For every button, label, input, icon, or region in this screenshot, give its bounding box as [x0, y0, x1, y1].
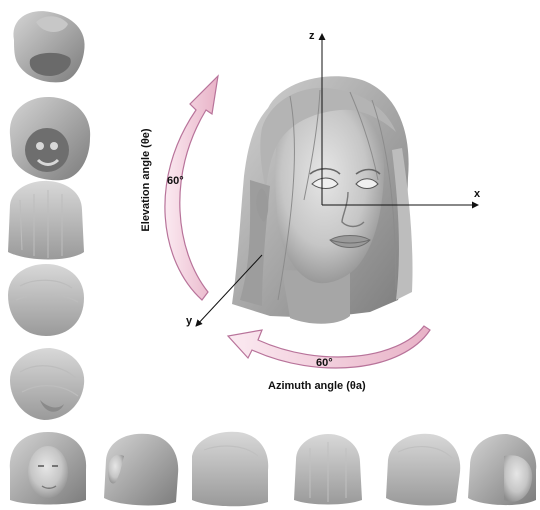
z-axis-label: z: [309, 30, 315, 42]
thumb-top-view: [13, 11, 84, 82]
thumb-right-profile-view: [468, 434, 536, 505]
elevation-angle-value: 60°: [167, 175, 184, 187]
thumb-back-right-view: [386, 434, 460, 506]
bottom-row-views: [10, 432, 536, 507]
x-axis-label: x: [474, 188, 480, 200]
thumb-back-view: [8, 181, 84, 260]
elevation-arc-arrow: [165, 76, 218, 300]
azimuth-angle-value: 60°: [316, 357, 333, 369]
thumb-left-profile-view: [104, 434, 178, 506]
thumb-top-back-view: [8, 264, 84, 336]
thumb-back-left-view: [192, 432, 268, 507]
thumb-back-view-2: [294, 434, 362, 505]
thumb-top-side-view: [10, 348, 84, 420]
thumb-bottom-view: [10, 97, 90, 180]
y-axis-label: y: [186, 315, 192, 327]
elevation-angle-label: Elevation angle (θe): [140, 120, 152, 240]
left-column-views: [8, 11, 90, 420]
thumb-front-view: [10, 432, 86, 505]
azimuth-angle-label: Azimuth angle (θa): [268, 380, 366, 392]
